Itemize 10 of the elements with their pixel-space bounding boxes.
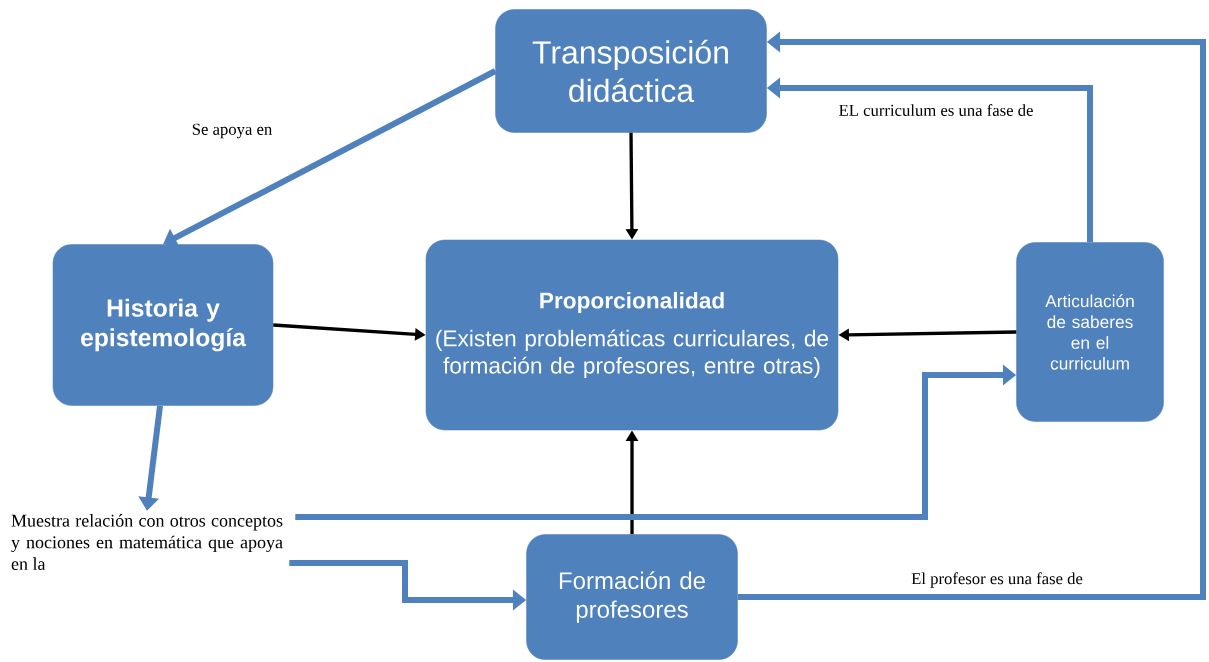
process-box: Historia y epistemología bbox=[52, 244, 274, 406]
process-box: Transposición didáctica bbox=[495, 9, 767, 133]
edge-label: Se apoya en bbox=[192, 123, 272, 139]
process-box: Articulación de saberes en el curriculum bbox=[1016, 242, 1164, 422]
note-text: Muestra relación con otros conceptos y nociones en matemática que apoya en la bbox=[11, 514, 283, 570]
process-box: Proporcionalidad (Existen problemáticas curriculares, de formación de profesores, entre otras) bbox=[425, 239, 839, 431]
edge-label: El profesor es una fase de bbox=[911, 572, 1083, 588]
process-box: Formación de profesores bbox=[526, 534, 738, 660]
arrow bbox=[163, 68, 497, 248]
edge-label: EL curriculum es una fase de bbox=[839, 104, 1033, 116]
